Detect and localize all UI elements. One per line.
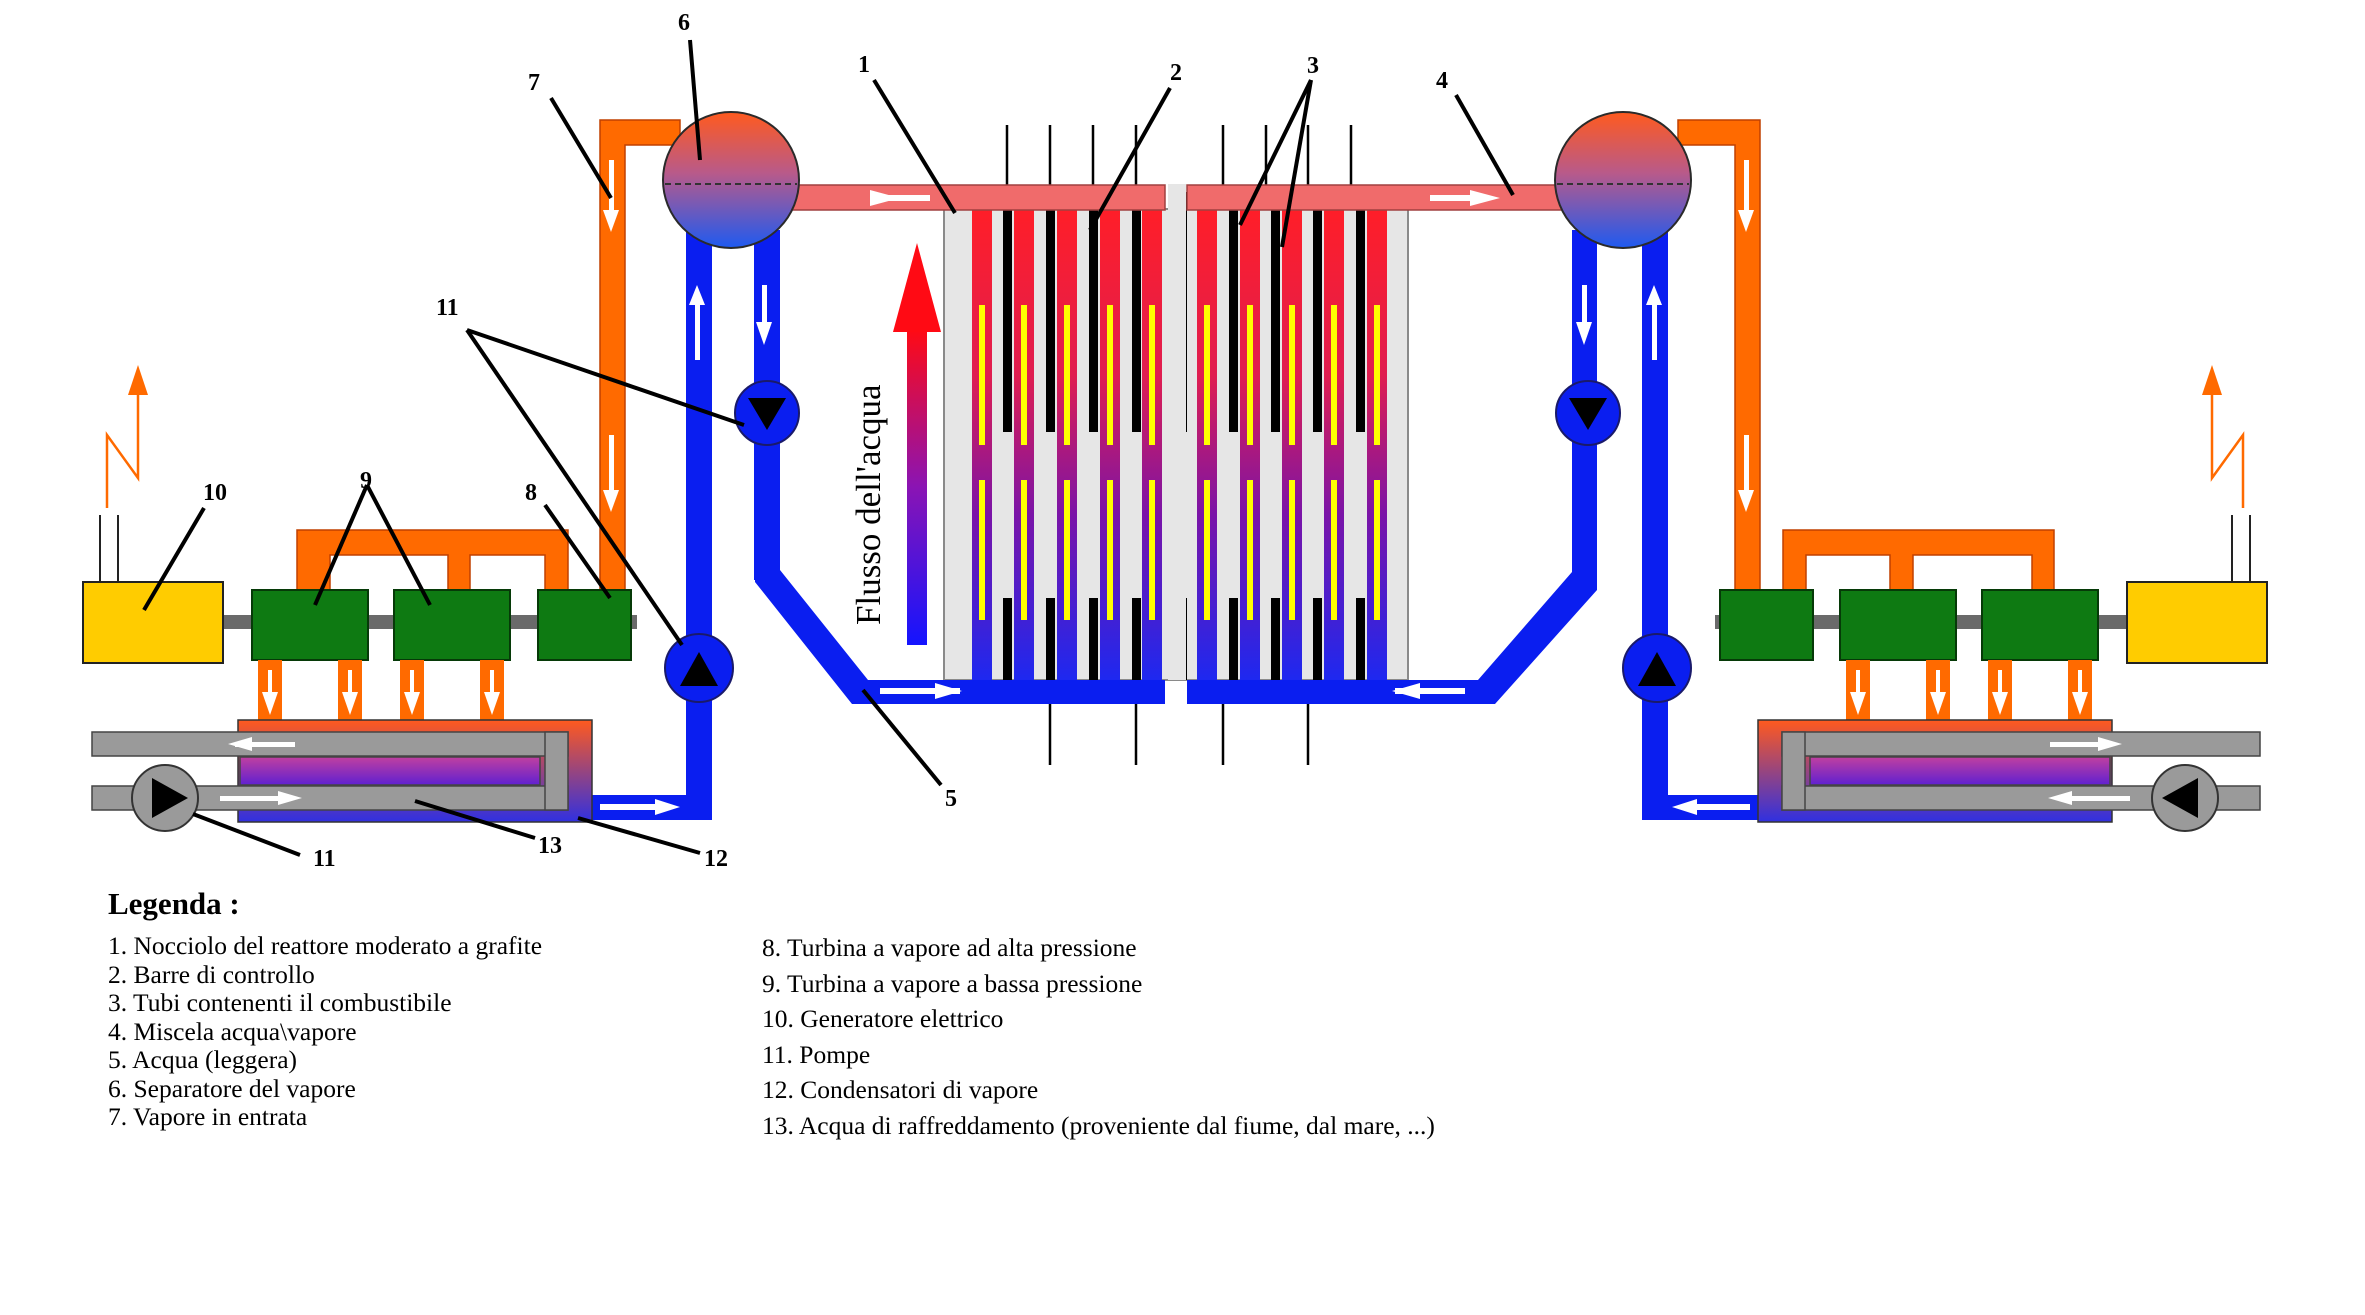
legend-item: 7. Vapore in entrata — [108, 1102, 308, 1131]
fuel-element — [979, 305, 985, 445]
fuel-element — [1204, 480, 1210, 620]
legend-item: 8. Turbina a vapore ad alta pressione — [762, 933, 1137, 962]
callout-10: 10 — [203, 480, 227, 506]
left-power-block — [82, 365, 637, 832]
control-rod — [1229, 192, 1238, 432]
fuel-element — [1107, 480, 1113, 620]
control-rod — [1356, 598, 1365, 680]
control-rod — [1271, 598, 1280, 680]
callout-lines — [142, 39, 1515, 857]
legend-left: 1. Nocciolo del reattore moderato a graf… — [108, 931, 543, 1132]
fuel-element — [1289, 480, 1295, 620]
fuel-element — [1289, 305, 1295, 445]
callout-12: 12 — [704, 846, 728, 872]
legend-item: 13. Acqua di raffreddamento (proveniente… — [762, 1110, 1435, 1140]
legend-item: 9. Turbina a vapore a bassa pressione — [762, 968, 1143, 998]
callout-9: 9 — [360, 468, 372, 494]
right-loop — [1554, 111, 1762, 820]
fuel-element — [1149, 305, 1155, 445]
fuel-element — [1064, 305, 1070, 445]
fuel-element — [1204, 305, 1210, 445]
control-rod — [1046, 192, 1055, 432]
right-power-block — [1715, 365, 2268, 832]
callout-3: 3 — [1307, 53, 1319, 79]
reactor-core — [943, 125, 1409, 765]
fuel-element — [1021, 480, 1027, 620]
callout-11-bottom: 11 — [313, 846, 336, 872]
fuel-element — [1331, 480, 1337, 620]
fuel-element — [1021, 305, 1027, 445]
legend-item: 11. Pompe — [762, 1039, 871, 1069]
callout-6: 6 — [678, 10, 690, 36]
control-rod — [1046, 598, 1055, 680]
flow-label: Flusso dell'acqua — [849, 384, 888, 625]
legend-item: 1. Nocciolo del reattore moderato a graf… — [108, 931, 543, 960]
fuel-element — [1247, 480, 1253, 620]
feed-water-pipes — [755, 250, 1597, 704]
control-rod — [1313, 192, 1322, 432]
legend-right: 8. Turbina a vapore ad alta pressione 9.… — [762, 930, 1435, 1143]
callout-5: 5 — [945, 786, 957, 812]
left-loop — [590, 111, 800, 820]
legend-item: 10. Generatore elettrico — [762, 1004, 1004, 1033]
callout-8: 8 — [525, 480, 537, 506]
callout-11-top: 11 — [436, 295, 459, 321]
callout-1: 1 — [858, 52, 870, 78]
fuel-element — [1149, 480, 1155, 620]
legend-item: 12. Condensatori di vapore — [762, 1075, 1039, 1104]
fuel-element — [1331, 305, 1337, 445]
legend-item: 4. Miscela acqua\vapore — [108, 1016, 357, 1046]
water-flow-arrow: Flusso dell'acqua — [849, 243, 941, 645]
control-rod — [1356, 192, 1365, 432]
fuel-element — [1064, 480, 1070, 620]
control-rod — [1132, 598, 1141, 680]
callout-7: 7 — [528, 70, 540, 96]
control-rod — [1089, 598, 1098, 680]
fuel-element — [1374, 305, 1380, 445]
fuel-element — [1247, 305, 1253, 445]
control-rod — [1229, 598, 1238, 680]
legend-item: 2. Barre di controllo — [108, 959, 315, 989]
callout-2: 2 — [1170, 60, 1182, 86]
control-rod — [1003, 192, 1012, 432]
legend-item: 6. Separatore del vapore — [108, 1073, 356, 1103]
legend-item: 3. Tubi contenenti il combustibile — [108, 988, 452, 1017]
control-rod — [1313, 598, 1322, 680]
legend-title: Legenda : — [108, 886, 240, 921]
fuel-element — [1107, 305, 1113, 445]
callout-numbers: 1 2 3 4 5 6 7 8 9 10 11 11 12 13 — [203, 10, 1448, 872]
control-rod — [1089, 192, 1098, 432]
control-rod — [1271, 192, 1280, 432]
fuel-element — [1374, 480, 1380, 620]
control-rod — [1003, 598, 1012, 680]
callout-13: 13 — [538, 833, 562, 859]
fuel-element — [979, 480, 985, 620]
callout-4: 4 — [1436, 68, 1448, 94]
control-rod — [1132, 192, 1141, 432]
legend-item: 5. Acqua (leggera) — [108, 1045, 298, 1074]
